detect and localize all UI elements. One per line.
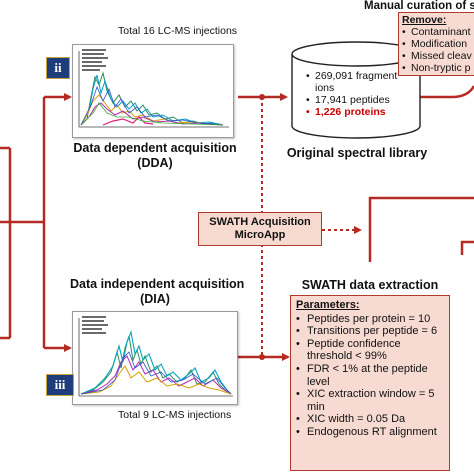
curation-panel: Manual curation of s — [364, 0, 474, 12]
swath-microapp-box: SWATH Acquisition MicroApp — [198, 212, 322, 246]
parameter-item: •XIC extraction window = 5 min — [296, 388, 435, 413]
dda-title-line1: Data dependent acquisition — [73, 141, 237, 155]
extraction-parameters-box: Parameters: •Peptides per protein = 10 •… — [290, 295, 450, 471]
dda-injections-caption: Total 16 LC-MS injections — [118, 25, 238, 37]
spectral-library-cylinder — [291, 41, 421, 139]
curation-item: •Missed cleav — [402, 50, 472, 62]
dda-title: Data dependent acquisition (DDA) — [70, 141, 240, 171]
dia-title-line1: Data independent acquisition — [70, 277, 245, 291]
dda-title-line2: (DDA) — [137, 156, 173, 170]
dia-title-line2: (DIA) — [140, 292, 170, 306]
library-stat-fragments: •269,091 fragment ions — [306, 70, 398, 94]
swath-microapp-line1: SWATH Acquisition — [209, 216, 311, 228]
parameter-item: •Endogenous RT alignment — [296, 425, 437, 438]
curation-item: •Non-tryptic p — [402, 62, 471, 74]
parameter-item: •Transitions per peptide = 6 — [296, 325, 438, 338]
parameter-item: •FDR < 1% at the peptide level — [296, 362, 428, 388]
library-stats: •269,091 fragment ions •17,941 peptides … — [306, 70, 418, 118]
dda-badge: ii — [46, 57, 70, 79]
parameters-title: Parameters: — [296, 299, 360, 311]
dia-chromatogram-plot — [75, 314, 235, 402]
curation-item: •Modification — [402, 38, 468, 50]
curation-title: Manual curation of s — [364, 0, 474, 12]
dia-chromatogram-image — [72, 311, 238, 405]
dda-chromatogram-image — [72, 44, 234, 138]
curation-list: Remove: •Contaminant •Modification •Miss… — [400, 14, 474, 74]
dia-title: Data independent acquisition (DIA) — [70, 277, 245, 307]
parameter-item: •Peptide confidence threshold < 99% — [296, 337, 401, 363]
parameter-item: •Peptides per protein = 10 — [296, 312, 431, 325]
dia-injections-caption: Total 9 LC-MS injections — [118, 409, 232, 421]
curation-item: •Contaminant — [402, 26, 471, 38]
library-stat-peptides: •17,941 peptides — [306, 94, 390, 106]
swath-microapp-line2: MicroApp — [234, 229, 286, 241]
parameter-item: •XIC width = 0.05 Da — [296, 413, 406, 426]
dda-chromatogram-plot — [75, 47, 231, 135]
extraction-title: SWATH data extraction — [301, 278, 439, 292]
library-title: Original spectral library — [286, 146, 428, 160]
curation-remove-label: Remove: — [402, 14, 447, 26]
dia-badge: iii — [46, 374, 74, 396]
curation-box — [398, 12, 474, 76]
library-stat-proteins: •1,226 proteins — [306, 106, 386, 118]
